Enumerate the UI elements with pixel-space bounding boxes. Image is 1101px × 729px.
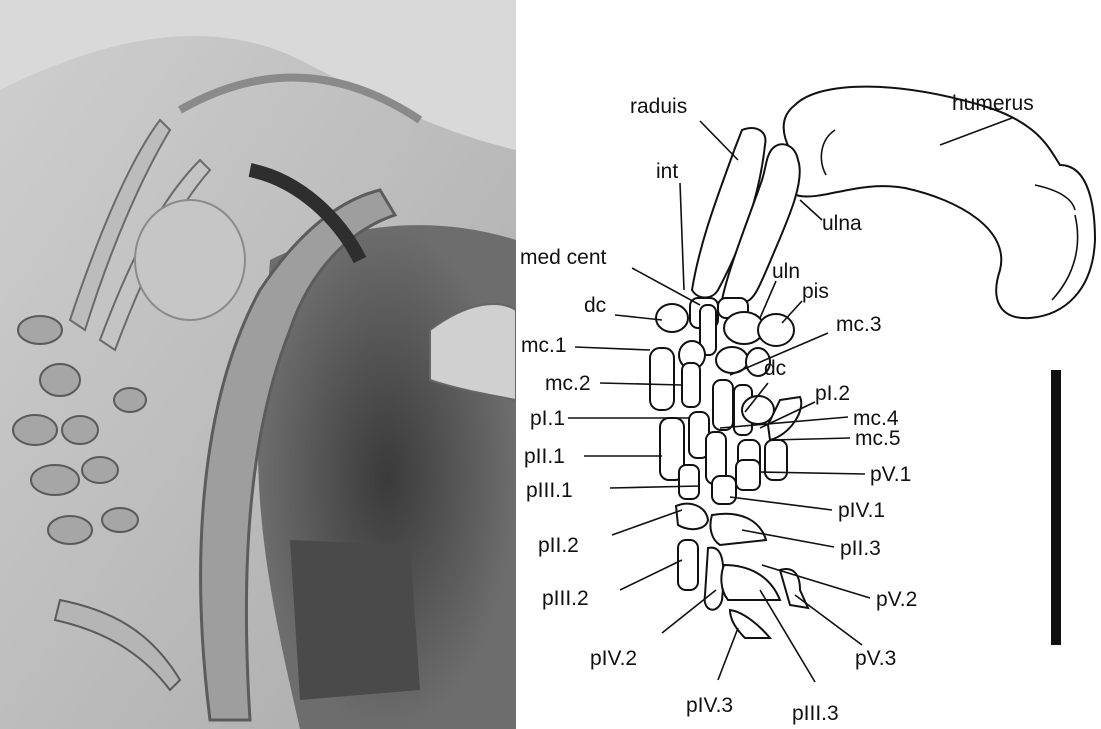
label-pIII-3: pIII.3: [792, 702, 839, 725]
label-int: int: [656, 160, 678, 183]
phalanx-group: [660, 412, 808, 638]
label-humerus: humerus: [952, 92, 1034, 115]
scale-bar: [1051, 370, 1061, 645]
humerus-bone: [784, 87, 1095, 319]
label-mc-5: mc.5: [855, 427, 901, 450]
label-pIV-3: pIV.3: [686, 694, 733, 717]
label-raduis: raduis: [630, 95, 687, 118]
label-dc-1: dc: [584, 294, 606, 317]
label-med-cent: med cent: [520, 246, 607, 269]
label-uln: uln: [772, 260, 800, 283]
round-structure: [135, 200, 245, 320]
interpretive-drawing: raduis humerus int ulna med cent uln pis…: [516, 0, 1101, 729]
label-pV-2: pV.2: [876, 588, 917, 611]
label-pIV-1: pIV.1: [838, 499, 885, 522]
label-pII-3: pII.3: [840, 537, 881, 560]
label-pIII-2: pIII.2: [542, 587, 589, 610]
fossil-photograph: [0, 0, 516, 729]
label-pIII-1: pIII.1: [526, 479, 573, 502]
label-mc-3: mc.3: [836, 313, 882, 336]
label-pII-1: pII.1: [524, 445, 565, 468]
label-pI-1: pI.1: [530, 407, 565, 430]
label-pI-2: pI.2: [815, 382, 850, 405]
label-pV-3: pV.3: [855, 647, 896, 670]
label-pII-2: pII.2: [538, 534, 579, 557]
dark-matrix-lower: [290, 540, 420, 700]
label-dc-2: dc: [764, 357, 786, 380]
label-ulna: ulna: [822, 212, 862, 235]
label-mc-2: mc.2: [545, 372, 591, 395]
label-pV-1: pV.1: [870, 463, 911, 486]
label-pIV-2: pIV.2: [590, 647, 637, 670]
label-pis: pis: [802, 280, 829, 303]
label-mc-1: mc.1: [521, 334, 567, 357]
